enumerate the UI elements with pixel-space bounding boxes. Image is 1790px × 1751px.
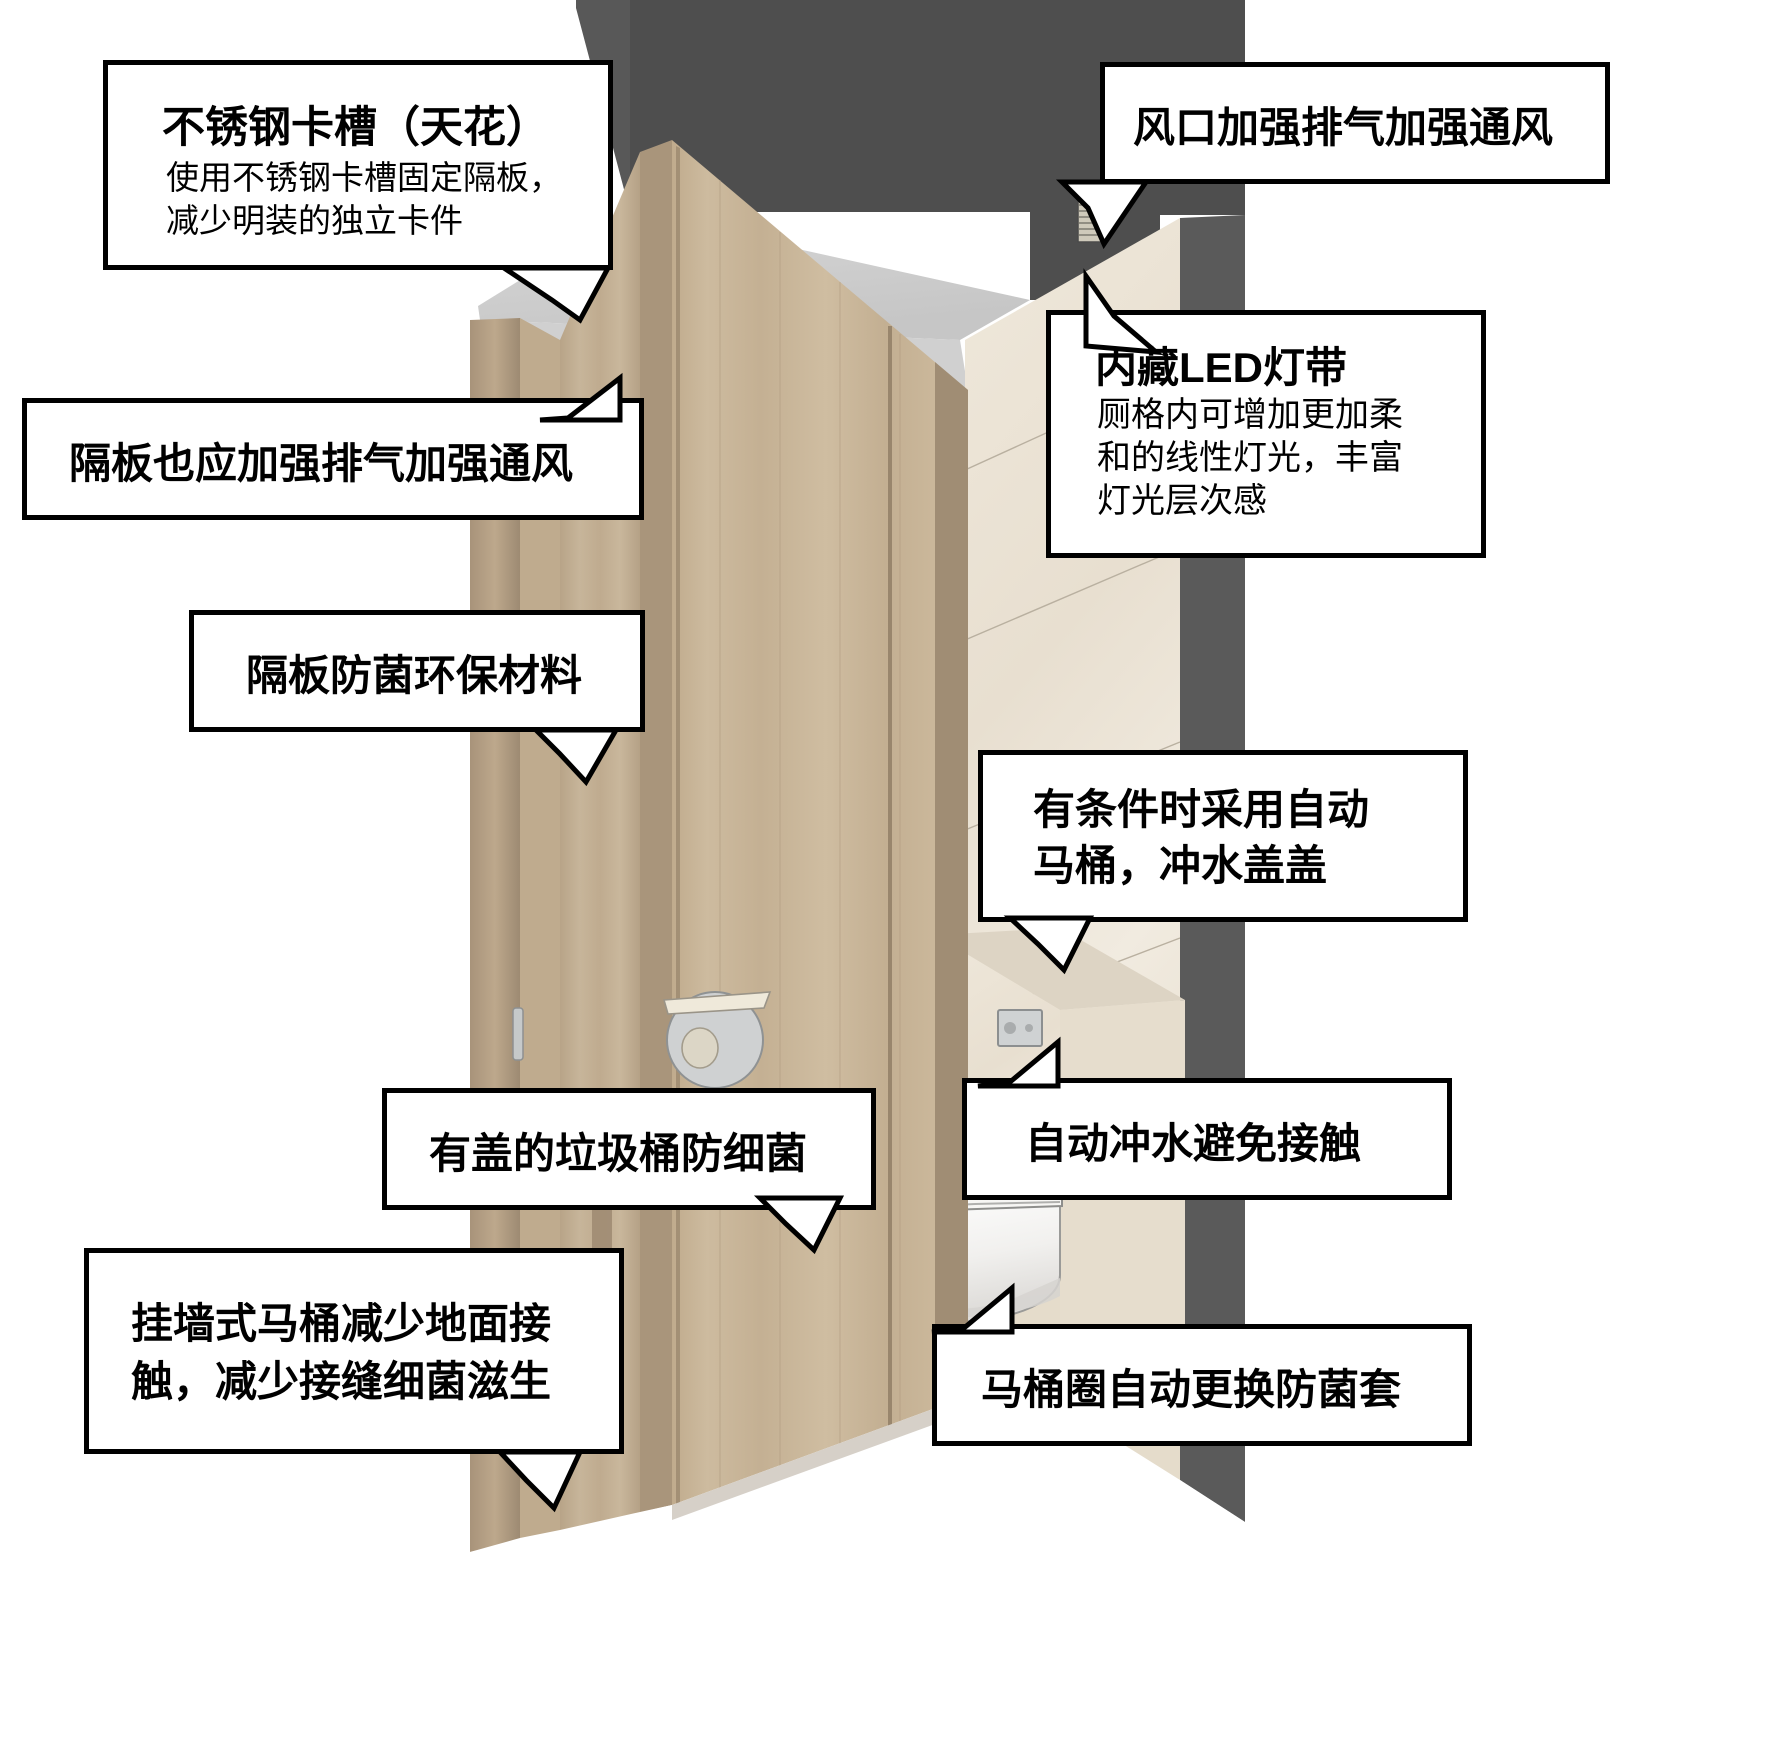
callout-led-strip-line2: 和的线性灯光，丰富	[1097, 439, 1403, 478]
partition-panel-joint-2	[676, 146, 680, 1505]
callout-covered-bin-title: 有盖的垃圾桶防细菌	[429, 1130, 808, 1177]
callout-ceiling-track[interactable]: 不锈钢卡槽（天花） 使用不锈钢卡槽固定隔板， 减少明装的独立卡件	[103, 60, 613, 270]
callout-seat-cover-title: 马桶圈自动更换防菌套	[981, 1366, 1402, 1413]
flush-button-large	[1004, 1022, 1016, 1034]
vent-grille	[1077, 199, 1103, 243]
partition-grain-lines	[719, 180, 901, 1490]
callout-led-strip[interactable]: 内藏LED灯带 厕格内可增加更加柔 和的线性灯光，丰富 灯光层次感	[1046, 310, 1486, 558]
door-pull	[512, 1007, 524, 1061]
paper-roll-inner	[681, 1027, 719, 1069]
callout-ceiling-track-line1: 使用不锈钢卡槽固定隔板，	[166, 158, 562, 196]
callout-led-strip-line1: 厕格内可增加更加柔	[1097, 395, 1403, 434]
callout-ceiling-track-title: 不锈钢卡槽（天花）	[162, 104, 549, 152]
callout-covered-bin[interactable]: 有盖的垃圾桶防细菌	[382, 1088, 876, 1210]
callout-partition-material[interactable]: 隔板防菌环保材料	[189, 610, 645, 732]
paper-roll-shelf	[662, 991, 772, 1015]
callout-partition-material-title: 隔板防菌环保材料	[246, 652, 583, 699]
callout-auto-toilet[interactable]: 有条件时采用自动 马桶，冲水盖盖	[978, 750, 1468, 922]
callout-vent-exhaust[interactable]: 风口加强排气加强通风	[1100, 62, 1610, 184]
callout-wall-hung-line1: 挂墙式马桶减少地面接	[131, 1300, 552, 1347]
callout-partition-vent-title: 隔板也应加强排气加强通风	[69, 440, 574, 487]
partition-head-rail	[640, 140, 672, 1512]
callout-auto-flush-title: 自动冲水避免接触	[1025, 1120, 1362, 1167]
callout-vent-exhaust-title: 风口加强排气加强通风	[1133, 104, 1554, 151]
callout-wall-hung-line2: 触，减少接缝细菌滋生	[131, 1358, 552, 1406]
callout-ceiling-track-line2: 减少明装的独立卡件	[166, 201, 463, 239]
partition-right-edge	[935, 362, 968, 1396]
callout-auto-toilet-line2: 马桶，冲水盖盖	[1033, 842, 1328, 890]
callout-partition-vent[interactable]: 隔板也应加强排气加强通风	[22, 398, 644, 520]
partition-bottom-edge	[672, 1396, 968, 1520]
flush-button-small	[1025, 1024, 1033, 1032]
callout-seat-cover[interactable]: 马桶圈自动更换防菌套	[932, 1324, 1472, 1446]
callout-wall-hung-toilet[interactable]: 挂墙式马桶减少地面接 触，减少接缝细菌滋生	[84, 1248, 624, 1454]
callout-led-strip-line3: 灯光层次感	[1097, 482, 1267, 521]
callout-auto-toilet-line1: 有条件时采用自动	[1033, 786, 1370, 833]
callout-led-strip-title: 内藏LED灯带	[1095, 344, 1348, 391]
partition-panel-joint	[888, 326, 892, 1432]
callout-auto-flush[interactable]: 自动冲水避免接触	[962, 1078, 1452, 1200]
